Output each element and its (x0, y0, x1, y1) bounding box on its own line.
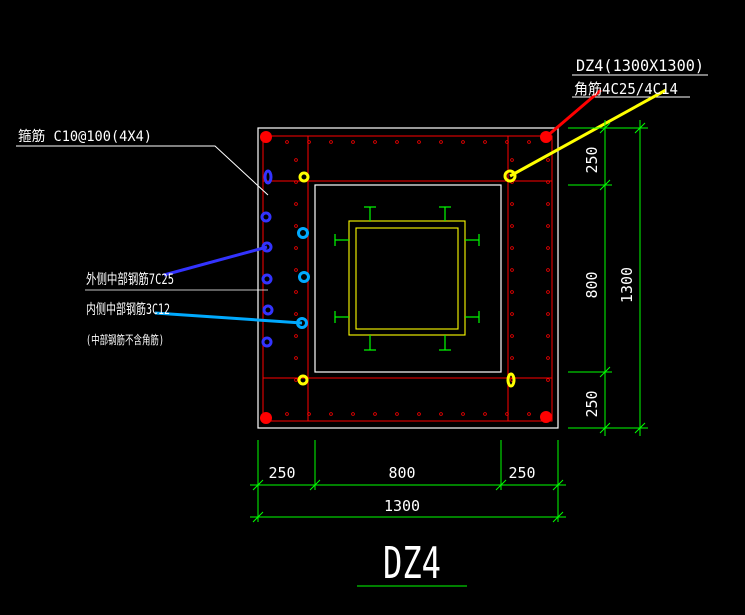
corner-bars-yellow (297, 169, 517, 388)
distribution-bar (546, 290, 550, 294)
distribution-bar (510, 246, 514, 250)
distribution-bar (294, 312, 298, 316)
distribution-bar (307, 140, 311, 144)
outer-mid-bars-label: 外侧中部钢筋7C25 (86, 271, 174, 288)
distribution-bar (546, 180, 550, 184)
distribution-bar (546, 312, 550, 316)
dim-bottom-mid: 800 (388, 464, 415, 482)
distribution-bar (285, 140, 289, 144)
distribution-bar (373, 140, 377, 144)
distribution-bar (510, 158, 514, 162)
distribution-bar (510, 224, 514, 228)
distribution-bar (294, 268, 298, 272)
corner-bars-label: 角筋4C25/4C14 (574, 80, 678, 98)
steel-core (348, 220, 466, 336)
distribution-bar (510, 290, 514, 294)
distribution-bar (510, 334, 514, 338)
distribution-bar (294, 202, 298, 206)
distribution-bar (294, 334, 298, 338)
leaders (16, 74, 708, 325)
distribution-bar (294, 378, 298, 382)
dimension-lines (250, 120, 648, 587)
distribution-bar (546, 378, 550, 382)
distribution-bar (417, 140, 421, 144)
distribution-bar (417, 412, 421, 416)
column-outer-outline (257, 127, 559, 429)
distribution-bar (439, 140, 443, 144)
distribution-bar (505, 140, 509, 144)
distribution-bar (527, 412, 531, 416)
distribution-bar (546, 356, 550, 360)
mid-bars-note: (中部钢筋不含角筋) (86, 332, 164, 347)
distribution-bar (351, 412, 355, 416)
inner-corner-bar (503, 169, 517, 183)
distribution-bar (329, 412, 333, 416)
distribution-bar (307, 412, 311, 416)
drawing-title: DZ4 (383, 538, 441, 589)
distribution-bar (294, 356, 298, 360)
distribution-bar (510, 268, 514, 272)
inner-corner-bar (297, 374, 309, 386)
distribution-bar (294, 246, 298, 250)
dim-right-top: 250 (583, 146, 601, 173)
distribution-bar (373, 412, 377, 416)
dim-bottom-right: 250 (508, 464, 535, 482)
distribution-bar (329, 140, 333, 144)
inner-mid-bars-label: 内侧中部钢筋3C12 (86, 301, 170, 318)
dim-right-total: 1300 (618, 267, 636, 303)
distribution-bar (461, 140, 465, 144)
distribution-bar (546, 158, 550, 162)
distribution-bars (285, 140, 550, 416)
inner-hollow-outline (314, 184, 502, 373)
distribution-bar (395, 412, 399, 416)
distribution-bar (510, 356, 514, 360)
column-spec-label: DZ4(1300X1300) (576, 56, 704, 75)
shear-studs (334, 206, 480, 351)
distribution-bar (527, 140, 531, 144)
inner-mid-bars (296, 227, 310, 329)
distribution-bar (510, 202, 514, 206)
dim-right-bottom: 250 (583, 390, 601, 417)
distribution-bar (351, 140, 355, 144)
distribution-bar (546, 246, 550, 250)
dim-right-mid: 800 (583, 271, 601, 298)
dim-bottom-total: 1300 (384, 497, 420, 515)
distribution-bar (505, 412, 509, 416)
distribution-bar (546, 224, 550, 228)
distribution-bar (294, 180, 298, 184)
distribution-bar (395, 140, 399, 144)
distribution-bar (285, 412, 289, 416)
distribution-bar (294, 158, 298, 162)
corner-bar (540, 411, 552, 423)
distribution-bar (294, 290, 298, 294)
distribution-bar (546, 334, 550, 338)
distribution-bar (483, 140, 487, 144)
dim-bottom-left: 250 (268, 464, 295, 482)
stirrup-label: 箍筋 C10@100(4X4) (18, 128, 152, 145)
distribution-bar (546, 268, 550, 272)
distribution-bar (546, 202, 550, 206)
distribution-bar (510, 312, 514, 316)
distribution-bar (439, 412, 443, 416)
corner-bar (260, 131, 272, 143)
distribution-bar (294, 224, 298, 228)
inner-corner-bar (506, 372, 516, 388)
distribution-bar (483, 412, 487, 416)
corner-bar (260, 412, 272, 424)
inner-corner-bar (298, 171, 310, 183)
distribution-bar (461, 412, 465, 416)
